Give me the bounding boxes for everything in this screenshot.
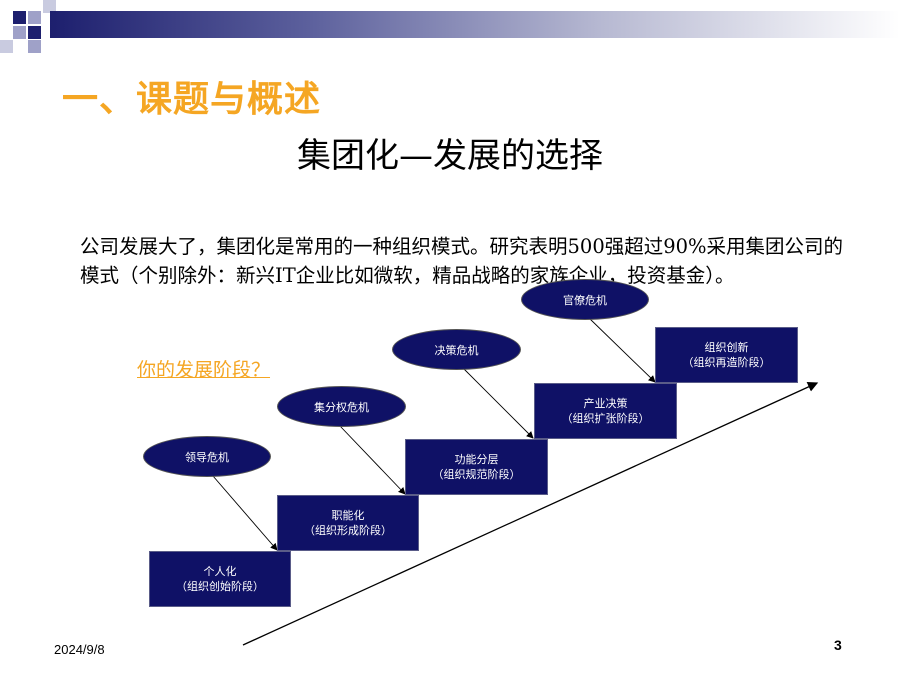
growth-arrow [242,382,819,646]
section-title: 一、课题与概述 [62,79,322,120]
stage-sub: （组织规范阶段） [432,468,521,481]
slide-heading: 集团化—发展的选择 [297,136,603,176]
stage-box-5: 组织创新 （组织再造阶段） [655,327,798,383]
connector-centralization [339,425,406,495]
stage-name: 职能化 [331,509,365,522]
crisis-ellipse-3: 决策危机 [392,329,521,370]
connector-bureaucracy [588,317,656,383]
crisis-ellipse-4: 官僚危机 [521,279,649,320]
connector-leadership [212,475,278,551]
stage-question: 你的发展阶段？ [137,359,271,381]
stage-sub: （组织创始阶段） [176,580,264,593]
stage-box-3: 功能分层 （组织规范阶段） [405,439,548,495]
stage-name: 产业决策 [583,397,628,410]
stage-box-2: 职能化 （组织形成阶段） [277,495,419,551]
stage-name: 功能分层 [454,453,499,466]
footer-date: 2024/9/8 [54,642,105,657]
stage-name: 个人化 [203,565,237,578]
page-number: 3 [834,637,842,653]
stage-sub: （组织再造阶段） [682,356,771,369]
connector-decision [462,367,534,439]
stage-box-1: 个人化 （组织创始阶段） [149,551,291,607]
stage-box-4: 产业决策 （组织扩张阶段） [534,383,677,439]
stage-sub: （组织扩张阶段） [561,412,650,425]
stage-name: 组织创新 [704,341,749,354]
corner-decoration [0,0,60,60]
header-gradient-bar [50,11,900,38]
stage-sub: （组织形成阶段） [304,524,392,537]
crisis-ellipse-2: 集分权危机 [277,386,406,427]
crisis-ellipse-1: 领导危机 [143,436,271,477]
